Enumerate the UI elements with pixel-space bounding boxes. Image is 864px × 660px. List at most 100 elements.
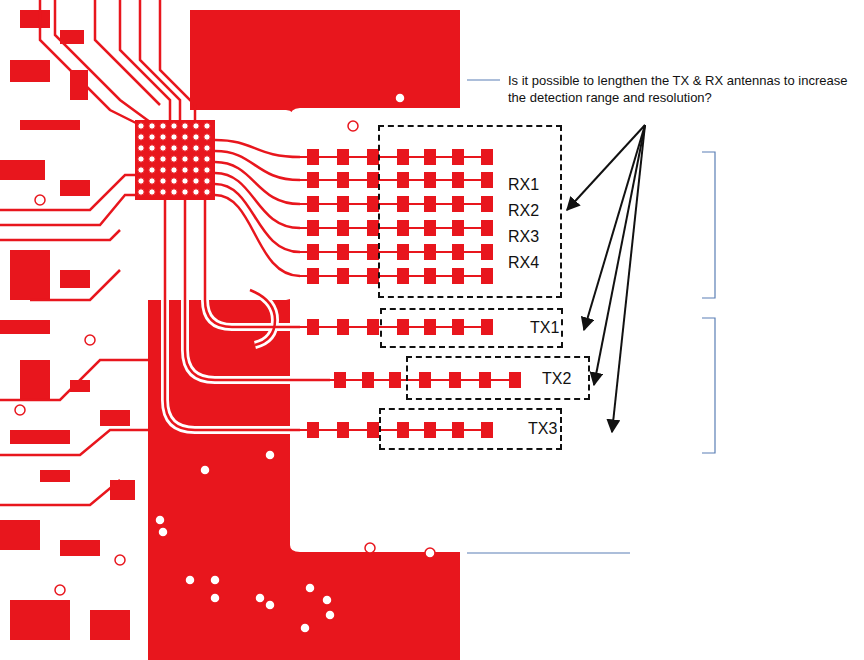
patch-element (481, 196, 493, 212)
signal-trace (120, 0, 170, 120)
signal-trace (0, 360, 148, 400)
bga-ball (138, 178, 144, 184)
patch-element (424, 319, 436, 335)
antenna-group-box: RX1RX2RX3RX4 (378, 125, 562, 298)
chip-pad (135, 120, 215, 200)
smd-pad (100, 410, 130, 426)
patch-element (337, 244, 349, 260)
bracket-line (702, 318, 715, 453)
patch-element (307, 196, 319, 212)
bga-ball (138, 167, 144, 173)
bga-ball (182, 156, 188, 162)
bga-ball (160, 189, 166, 195)
label-column: TX3 (528, 416, 557, 442)
patch-element (452, 149, 464, 165)
bga-ball (138, 189, 144, 195)
patch-element (307, 220, 319, 236)
via (305, 583, 315, 593)
bga-ball (182, 189, 188, 195)
bga-ball (149, 189, 155, 195)
patch-element (367, 319, 379, 335)
patch-element (397, 319, 409, 335)
patch-element (337, 172, 349, 188)
via (210, 575, 220, 585)
via (365, 543, 375, 553)
bga-ball (160, 167, 166, 173)
via (155, 515, 165, 525)
patch-element (424, 244, 436, 260)
question-note: Is it possible to lengthen the TX & RX a… (508, 72, 853, 106)
bga-ball (182, 134, 188, 140)
patch-element (452, 172, 464, 188)
antenna-group-box: TX2 (406, 356, 590, 400)
bga-ball (171, 156, 177, 162)
bracket-line (467, 552, 630, 553)
via (210, 593, 220, 603)
bga-ball (160, 134, 166, 140)
antenna-group-box: TX1 (380, 308, 563, 348)
patch-element (452, 319, 464, 335)
patch-element (307, 244, 319, 260)
bga-ball (149, 123, 155, 129)
signal-trace (0, 175, 135, 210)
bga-ball (204, 156, 210, 162)
patch-element (307, 172, 319, 188)
bga-ball (193, 123, 199, 129)
bga-ball (182, 178, 188, 184)
smd-pad (10, 430, 70, 444)
via (265, 600, 275, 610)
feed-trace (250, 290, 275, 345)
callout-arrow (594, 125, 645, 385)
bga-ball (149, 145, 155, 151)
patch-element (424, 149, 436, 165)
patch-element (419, 372, 431, 388)
patch-element (337, 196, 349, 212)
patch-element (307, 149, 319, 165)
via (200, 465, 210, 475)
patch-element (337, 422, 349, 438)
bga-ball (138, 134, 144, 140)
smd-pad (20, 120, 80, 130)
bga-ball (171, 134, 177, 140)
bga-ball (193, 134, 199, 140)
patch-element (481, 422, 493, 438)
patch-element (389, 372, 401, 388)
signal-trace (55, 0, 150, 122)
antenna-label: RX2 (508, 198, 539, 224)
patch-element (479, 372, 491, 388)
via (35, 195, 45, 205)
patch-element (337, 220, 349, 236)
patch-element (397, 172, 409, 188)
bga-ball (171, 178, 177, 184)
bga-ball (138, 123, 144, 129)
patch-element (334, 372, 346, 388)
patch-element (397, 422, 409, 438)
bracket-line (702, 152, 715, 298)
bga-ball (193, 145, 199, 151)
patch-element (307, 268, 319, 284)
via (185, 575, 195, 585)
smd-pad (110, 480, 135, 500)
bga-ball (138, 145, 144, 151)
bga-ball (171, 167, 177, 173)
feed-trace (215, 184, 300, 252)
signal-trace (0, 230, 120, 240)
smd-pad (0, 320, 50, 334)
patch-element (481, 319, 493, 335)
label-column: TX1 (530, 315, 559, 341)
trace-clearance (185, 200, 330, 380)
bga-ball (171, 123, 177, 129)
signal-trace (0, 195, 135, 225)
smd-pad (90, 610, 130, 640)
patch-element (397, 244, 409, 260)
via (300, 623, 310, 633)
patch-element (307, 422, 319, 438)
bga-ball (193, 189, 199, 195)
via (325, 610, 335, 620)
patch-element (481, 220, 493, 236)
bga-ball (193, 178, 199, 184)
smd-pad (60, 540, 100, 556)
signal-trace (30, 270, 120, 300)
patch-element (424, 220, 436, 236)
